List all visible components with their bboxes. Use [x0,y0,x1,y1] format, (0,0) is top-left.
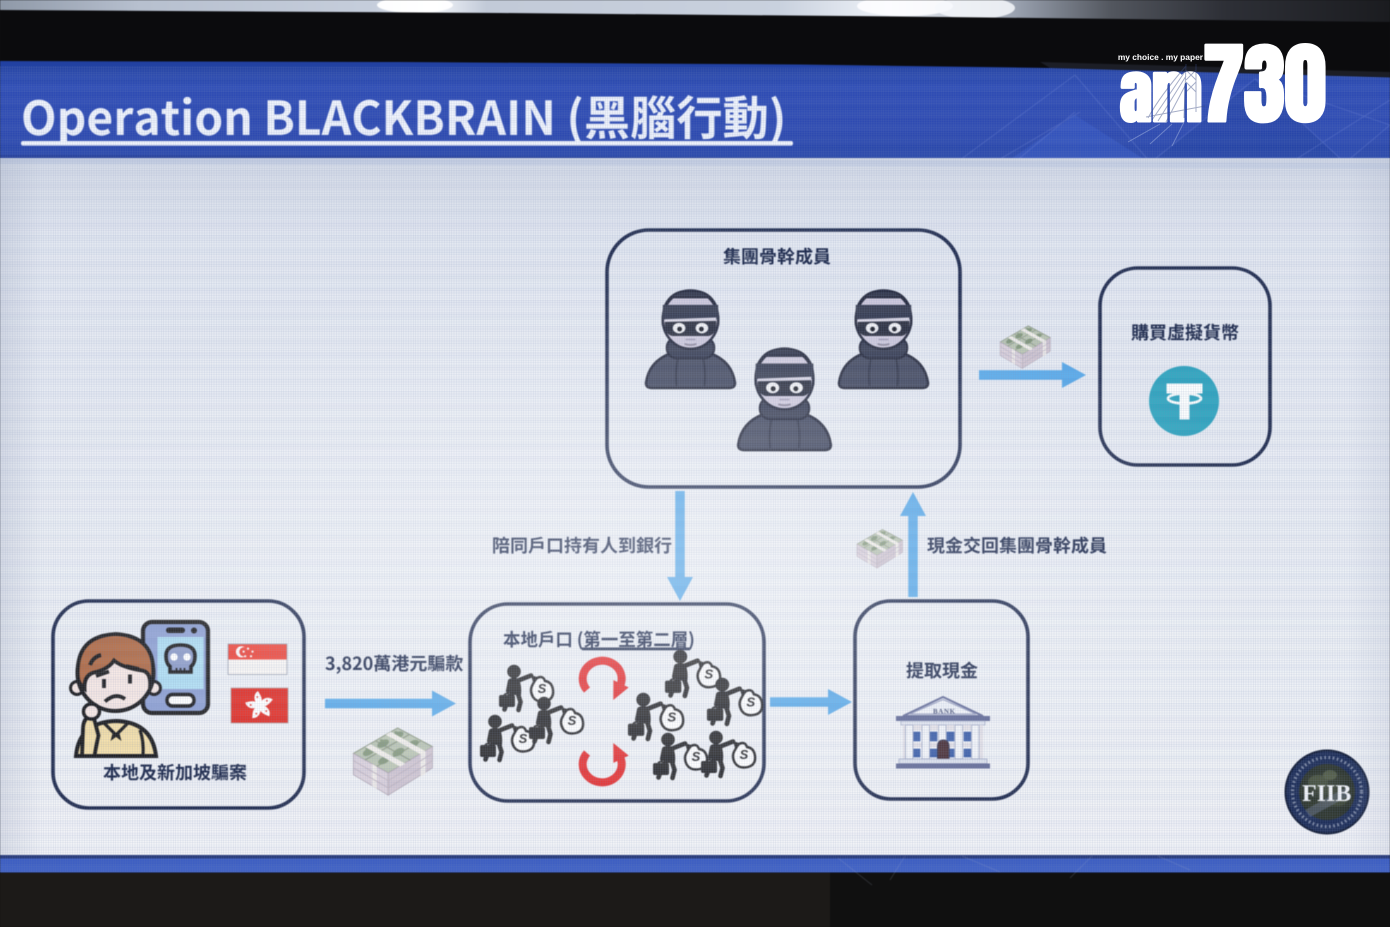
svg-text:my choice . my paper: my choice . my paper [1118,52,1204,62]
